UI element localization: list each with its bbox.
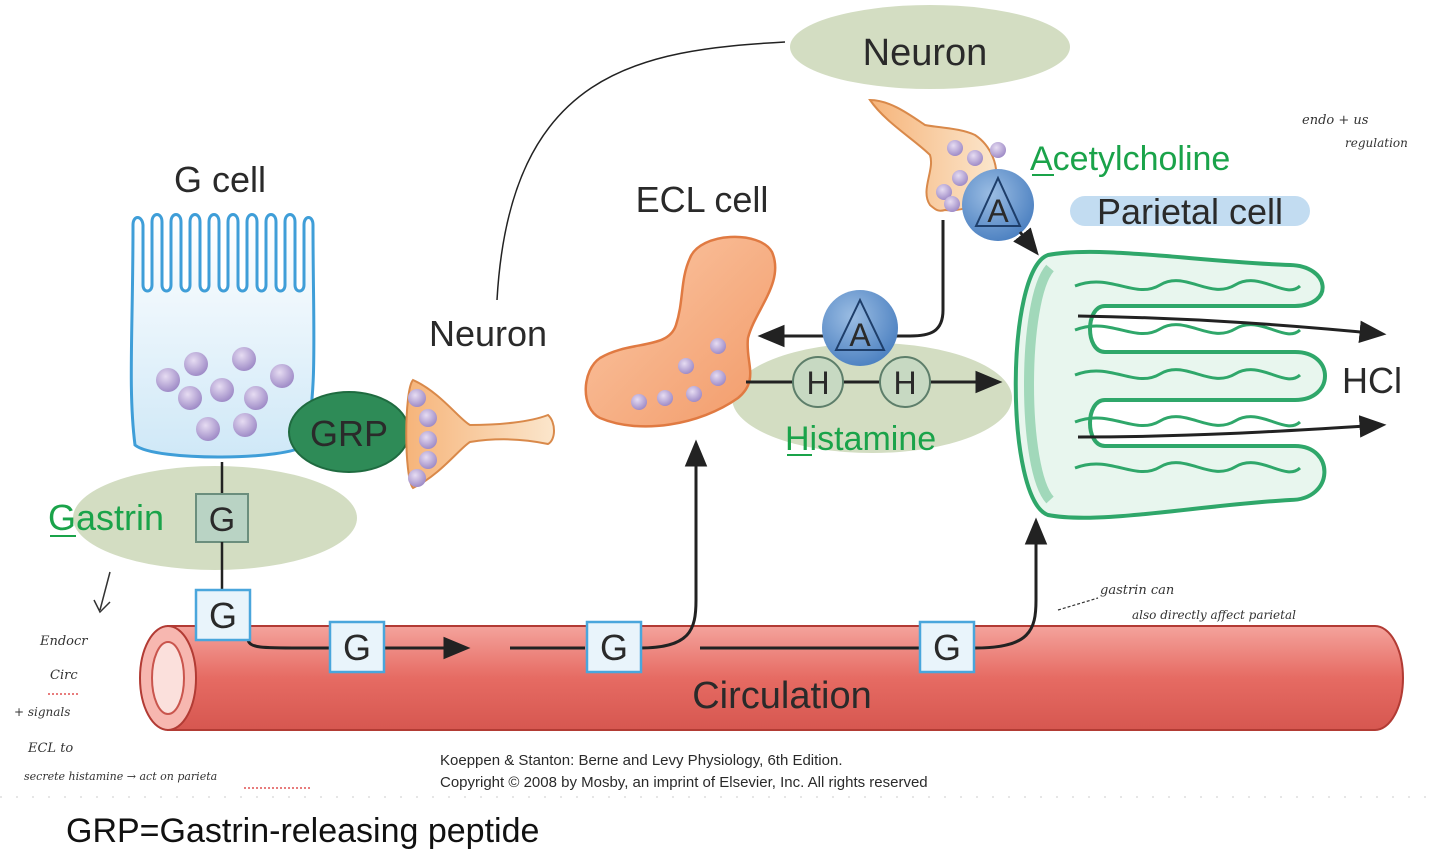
a-symbol-parietal: A: [987, 193, 1009, 229]
histamine-label: Histamine: [785, 420, 936, 458]
hcl-arrow-bottom: [1077, 415, 1387, 439]
acetylcholine-triangle-ecl: [834, 297, 886, 351]
histamine-molecule-2: H: [879, 356, 931, 408]
grp-label: GRP: [310, 413, 388, 454]
hcl-label: HCl: [1342, 360, 1402, 401]
citation-line-2: Copyright © 2008 by Mosby, an imprint of…: [440, 774, 928, 791]
parietal-cell-label: Parietal cell: [1097, 191, 1283, 232]
svg-text:regulation: regulation: [1345, 136, 1408, 150]
svg-text:Circ: Circ: [50, 668, 78, 683]
acetylcholine-to-parietal-arrow: [1013, 227, 1039, 256]
svg-text:+ signals: + signals: [14, 705, 70, 719]
gastrin-g-box: [195, 493, 249, 543]
gastrin-to-ecl-arrow: [639, 439, 708, 650]
neural-pathway-line: [496, 41, 786, 301]
acetylcholine-to-ecl-arrow: [757, 220, 945, 348]
ecl-cell-granules: [631, 338, 726, 410]
a-symbol-ecl: A: [849, 317, 871, 353]
histamine-molecule-1: H: [792, 356, 844, 408]
handwritten-note-top-right: endo + us regulation: [1302, 113, 1408, 150]
circulating-gastrin-box-2: G: [328, 620, 386, 674]
svg-text:H: H: [806, 365, 829, 401]
circulating-gastrin-box-1: G: [194, 588, 252, 642]
neuron-top-vesicles: [936, 140, 1006, 212]
parietal-label-highlight: [1070, 196, 1310, 226]
caption: GRP=Gastrin-releasing peptide: [66, 812, 540, 850]
citation-line-1: Koeppen & Stanton: Berne and Levy Physio…: [440, 752, 843, 769]
acetylcholine-receptor-parietal: [962, 169, 1034, 241]
acetylcholine-receptor-ecl: [822, 290, 898, 366]
circulation-vessel: [139, 625, 1404, 731]
ecl-cell: [584, 235, 777, 428]
neuron-left-vesicles: [408, 389, 437, 487]
svg-text:Endocr: Endocr: [39, 634, 88, 649]
hcl-arrow-top: [1077, 314, 1387, 344]
gastrin-label: Gastrin: [48, 497, 164, 538]
handwritten-note-left: Endocr Circ + signals ECL to secrete his…: [14, 571, 310, 789]
svg-text:G: G: [343, 627, 371, 668]
svg-text:ECL to: ECL to: [27, 741, 73, 756]
acetylcholine-triangle-parietal: [974, 175, 1022, 227]
circulation-label: Circulation: [692, 675, 872, 717]
circulating-gastrin-box-3: G: [585, 620, 643, 674]
handwritten-note-right: gastrin can also directly affect parieta…: [1057, 583, 1296, 622]
parietal-cell: [1013, 249, 1327, 520]
gastrin-g-symbol: G: [209, 501, 235, 539]
ecl-cell-label: ECL cell: [636, 179, 769, 220]
svg-text:G: G: [209, 595, 237, 636]
g-cell-secretory-granules: [156, 347, 294, 441]
circulating-gastrin-box-4: G: [918, 620, 976, 674]
gastrin-to-parietal-arrow: [974, 517, 1048, 650]
neuron-left-label: Neuron: [429, 313, 547, 354]
svg-text:secrete histamine → act on par: secrete histamine → act on parieta: [24, 770, 217, 783]
gastrin-flow-arrow-1: [246, 636, 471, 660]
neuron-top-highlight: [790, 5, 1070, 89]
svg-text:G: G: [933, 627, 961, 668]
g-cell-label: G cell: [174, 159, 266, 200]
svg-text:G: G: [600, 627, 628, 668]
neuron-top-label: Neuron: [863, 32, 988, 74]
g-cell: [129, 213, 316, 459]
acetylcholine-label: Acetylcholine: [1030, 140, 1230, 178]
svg-text:also directly affect parietal: also directly affect parietal: [1132, 608, 1296, 622]
svg-text:endo + us: endo + us: [1302, 113, 1369, 128]
svg-text:gastrin can: gastrin can: [1100, 583, 1174, 598]
svg-text:H: H: [893, 365, 916, 401]
